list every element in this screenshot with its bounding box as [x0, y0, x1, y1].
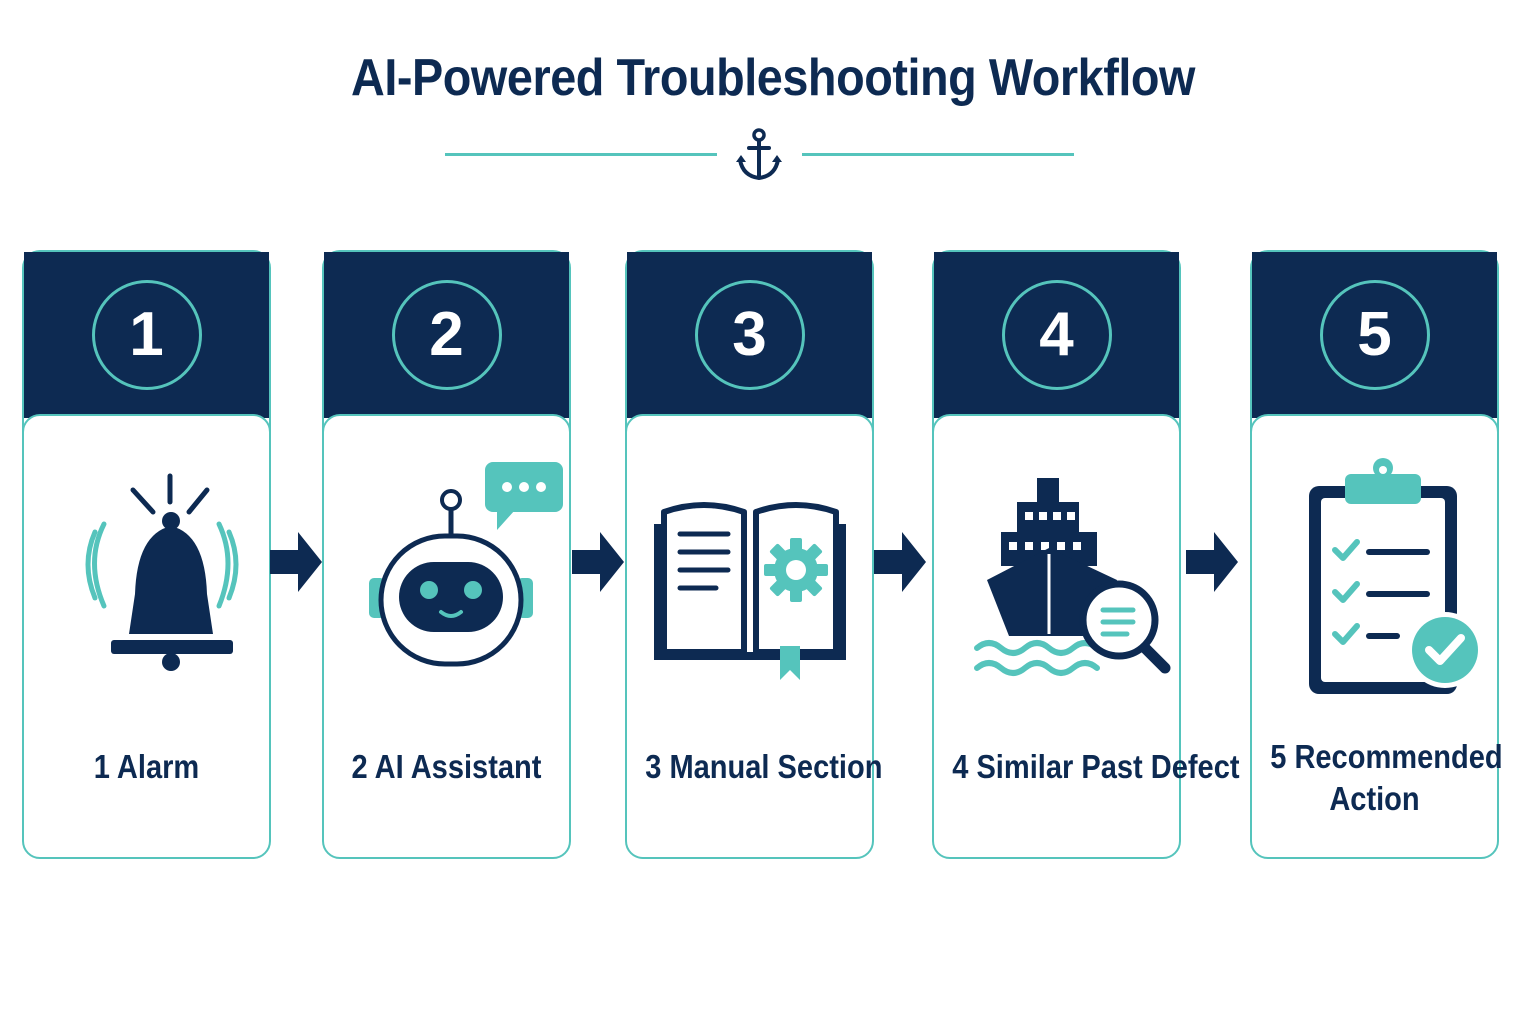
- page-title: AI-Powered Troubleshooting Workflow: [350, 49, 1196, 107]
- arrow-right-icon: [1186, 532, 1238, 592]
- step-label: 4 Similar Past Defect: [952, 748, 1240, 785]
- arrow-right-icon: [270, 532, 322, 592]
- step-card-2: 2 2 AI Assistant: [322, 250, 571, 859]
- checklist-clipboard-icon: [1252, 454, 1497, 704]
- step-card-header: 4: [934, 252, 1179, 418]
- anchor-icon: [736, 128, 782, 181]
- arrow-right-icon: [572, 532, 624, 592]
- step-number-badge: 3: [694, 280, 805, 390]
- step-card-header: 2: [324, 252, 569, 418]
- step-card-header: 1: [24, 252, 269, 418]
- alarm-bell-icon: [24, 454, 269, 704]
- divider-line-left: [445, 153, 717, 156]
- step-label: 3 Manual Section: [645, 748, 883, 785]
- step-label: 2 AI Assistant: [351, 748, 542, 785]
- step-card-5: 5 5 Recommended Action: [1250, 250, 1503, 859]
- step-card-4: 4: [932, 250, 1240, 859]
- step-number-badge: 2: [391, 280, 502, 390]
- divider-line-right: [802, 153, 1074, 156]
- step-label-line-2: Action: [1329, 780, 1420, 817]
- arrow-right-icon: [874, 532, 926, 592]
- step-number-badge: 4: [1001, 280, 1112, 390]
- step-card-1: 1 1 Alarm: [22, 250, 271, 859]
- manual-book-gear-icon: [627, 454, 872, 704]
- robot-chat-icon: [324, 454, 569, 704]
- step-card-header: 3: [627, 252, 872, 418]
- step-label-line-1: 5 Recommended: [1270, 738, 1503, 775]
- step-number-badge: 1: [91, 280, 202, 390]
- step-label: 1 Alarm: [93, 748, 200, 785]
- step-number-badge: 5: [1319, 280, 1430, 390]
- step-card-header: 5: [1252, 252, 1497, 418]
- step-card-3: 3: [625, 250, 883, 859]
- step-card-body: [22, 414, 271, 859]
- ship-search-icon: [934, 454, 1179, 704]
